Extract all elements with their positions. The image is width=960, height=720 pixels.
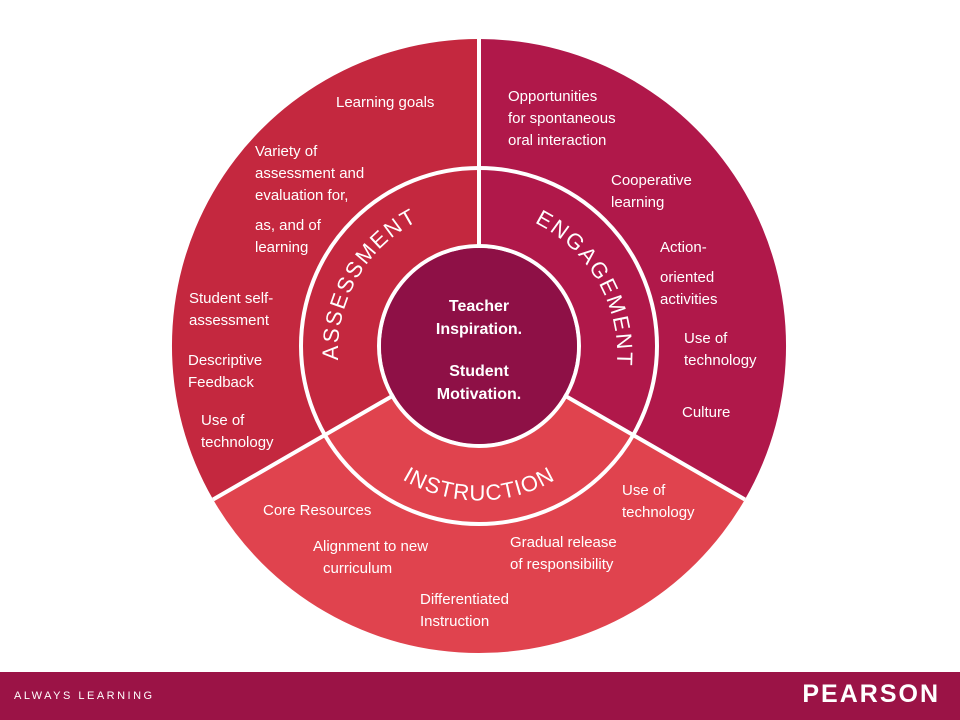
tagline: ALWAYS LEARNING	[14, 690, 155, 702]
center-line-inspiration: Inspiration.	[435, 321, 523, 338]
item-coop-line: Cooperative	[611, 172, 692, 189]
item-tech-line: Use of	[684, 330, 728, 347]
inner-ring-divider	[377, 244, 581, 448]
item-action-line: activities	[660, 291, 718, 308]
item-desc-line: Feedback	[188, 374, 254, 391]
item-gradual-release: Gradual release of responsibility	[510, 532, 617, 576]
item-instruction-use-of-technology: Use of technology	[622, 480, 695, 524]
center-circle	[381, 248, 577, 444]
item-action-line: oriented	[660, 269, 715, 286]
item-coop-line: learning	[611, 194, 665, 211]
center-student-motivation: Student Motivation.	[409, 360, 549, 406]
item-tech-line: Use of	[201, 412, 245, 429]
item-self-line: Student self-	[189, 290, 274, 307]
item-grad-line: Gradual release	[510, 534, 617, 551]
item-diff-line: Instruction	[420, 613, 490, 630]
item-diff-line: Differentiated	[420, 591, 509, 608]
item-self-line: assessment	[189, 312, 270, 329]
item-opp-line: oral interaction	[508, 132, 607, 149]
item-align-line: curriculum	[323, 560, 393, 577]
middle-ring-divider	[299, 166, 659, 526]
item-tech-line: Use of	[622, 482, 666, 499]
item-core-resources: Core Resources	[263, 502, 372, 519]
item-desc-line: Descriptive	[188, 352, 263, 369]
item-tech-line: technology	[684, 352, 757, 369]
item-alignment-to-curriculum: Alignment to new curriculum	[313, 536, 428, 580]
item-engagement-use-of-technology: Use of technology	[684, 328, 757, 372]
item-cooperative-learning: Cooperative learning	[611, 170, 692, 214]
item-variety-line: assessment and	[255, 165, 365, 182]
center-teacher-inspiration: Teacher Inspiration.	[409, 295, 549, 341]
item-action-line: Action-	[660, 239, 707, 256]
item-student-self-assessment: Student self- assessment	[189, 288, 273, 332]
item-variety-line: evaluation for,	[255, 187, 349, 204]
center-line-student: Student	[449, 363, 509, 380]
item-grad-line: of responsibility	[510, 556, 614, 573]
item-variety-line: as, and of	[255, 217, 321, 234]
item-opp-line: Opportunities	[508, 88, 598, 105]
item-differentiated-instruction: Differentiated Instruction	[420, 589, 509, 633]
footer-bar: ALWAYS LEARNING PEARSON	[0, 672, 960, 720]
item-learning-goals: Learning goals	[336, 94, 435, 111]
item-tech-line: technology	[622, 504, 695, 521]
item-assessment-use-of-technology: Use of technology	[201, 410, 274, 454]
pearson-logo: PEARSON	[802, 680, 940, 708]
item-variety-line: Variety of	[255, 143, 318, 160]
item-descriptive-feedback: Descriptive Feedback	[188, 350, 262, 394]
center-line-motivation: Motivation.	[436, 386, 522, 403]
center-line-teacher: Teacher	[448, 298, 510, 315]
item-align-line: Alignment to new	[313, 538, 429, 555]
item-variety-of-assessment: Variety of assessment and evaluation for…	[255, 141, 364, 259]
item-action-oriented-activities: Action- oriented activities	[660, 237, 718, 311]
item-tech-line: technology	[201, 434, 274, 451]
item-opportunities-oral-interaction: Opportunities for spontaneous oral inter…	[508, 86, 616, 152]
item-culture: Culture	[682, 404, 731, 421]
item-opp-line: for spontaneous	[508, 110, 616, 127]
framework-diagram: ASSESSMENT ENGAGEMENT INSTRUCTION	[171, 38, 787, 654]
item-variety-line: learning	[255, 239, 309, 256]
